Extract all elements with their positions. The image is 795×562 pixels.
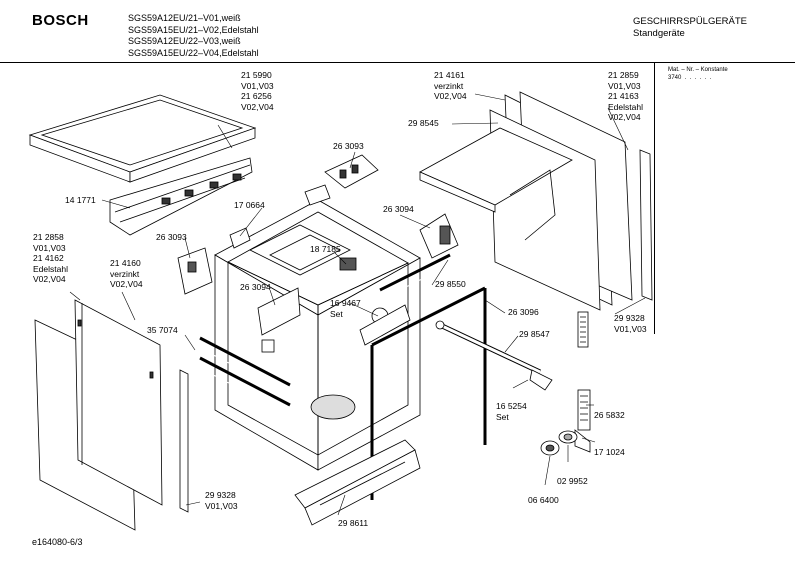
material-heading: Mat. – Nr. – Konstante [668, 67, 728, 73]
clip-parts [177, 154, 459, 336]
part-label-357074: 35 7074 [147, 325, 178, 335]
part-label-165254: 16 5254 Set [496, 401, 527, 422]
part-label-298550: 29 8550 [435, 279, 466, 289]
part-label-215990: 21 5990 V01,V03 21 6256 V02,V04 [241, 70, 274, 112]
model-line: SGS59A15EU/21–V02,Edelstahl [128, 24, 259, 35]
leader-lines [69, 93, 646, 516]
worktop-part [28, 94, 257, 236]
part-label-263093: 26 3093 [333, 141, 364, 151]
part-label-263094-b: 26 3094 [240, 282, 271, 292]
spray-arm-part [435, 320, 553, 391]
category-block: GESCHIRRSPÜLGERÄTE Standgeräte [633, 16, 747, 40]
model-line: SGS59A15EU/22–V04,Edelstahl [128, 47, 259, 58]
right-side-panel [489, 91, 653, 311]
filter-parts [540, 430, 578, 456]
header-divider [0, 62, 795, 63]
model-line: SGS59A12EU/21–V01,weiß [128, 13, 241, 23]
part-label-212858: 21 2858 V01,V03 21 4162 Edelstahl V02,V0… [33, 232, 68, 284]
part-label-141771: 14 1771 [65, 195, 96, 205]
part-label-066400: 06 6400 [528, 495, 559, 505]
part-label-170664: 17 0664 [234, 200, 265, 210]
document-code: e164080-6/3 [32, 537, 83, 547]
tub-part [214, 199, 421, 471]
base-tray [419, 127, 573, 241]
part-label-299328: 29 9328 V01,V03 [205, 490, 238, 511]
part-label-298611: 29 8611 [338, 518, 369, 528]
part-label-299328-b: 29 9328 V01,V03 [614, 313, 647, 334]
part-label-298545: 29 8545 [408, 118, 439, 128]
part-label-265832: 26 5832 [594, 410, 625, 420]
left-side-panel [34, 299, 189, 531]
part-label-298547: 29 8547 [519, 329, 550, 339]
brand-logo: BOSCH [32, 12, 89, 29]
category-subtitle: Standgeräte [633, 28, 685, 39]
part-label-212859: 21 2859 V01,V03 21 4163 Edelstahl V02,V0… [608, 70, 643, 122]
part-label-214161: 21 4161 verzinkt V02,V04 [434, 70, 467, 101]
part-label-263094: 26 3094 [383, 204, 414, 214]
part-label-029952: 02 9952 [557, 476, 588, 486]
part-label-171024: 17 1024 [594, 447, 625, 457]
part-label-263093-b: 26 3093 [156, 232, 187, 242]
material-box-divider [654, 62, 655, 334]
plinth-part [294, 439, 421, 526]
model-line: SGS59A12EU/22–V03,weiß [128, 36, 241, 46]
part-label-187185: 18 7185 [310, 244, 341, 254]
model-list: SGS59A12EU/21–V01,weiß SGS59A15EU/21–V02… [128, 13, 259, 59]
material-value: 3740 . . . . . . [668, 75, 712, 81]
part-label-263096: 26 3096 [508, 307, 539, 317]
drain-hose-part [574, 311, 591, 453]
part-label-169467: 16 9467 Set [330, 298, 361, 319]
category-title: GESCHIRRSPÜLGERÄTE [633, 16, 748, 27]
part-label-214160: 21 4160 verzinkt V02,V04 [110, 258, 143, 289]
material-box: Mat. – Nr. – Konstante 3740 . . . . . . [668, 66, 728, 82]
